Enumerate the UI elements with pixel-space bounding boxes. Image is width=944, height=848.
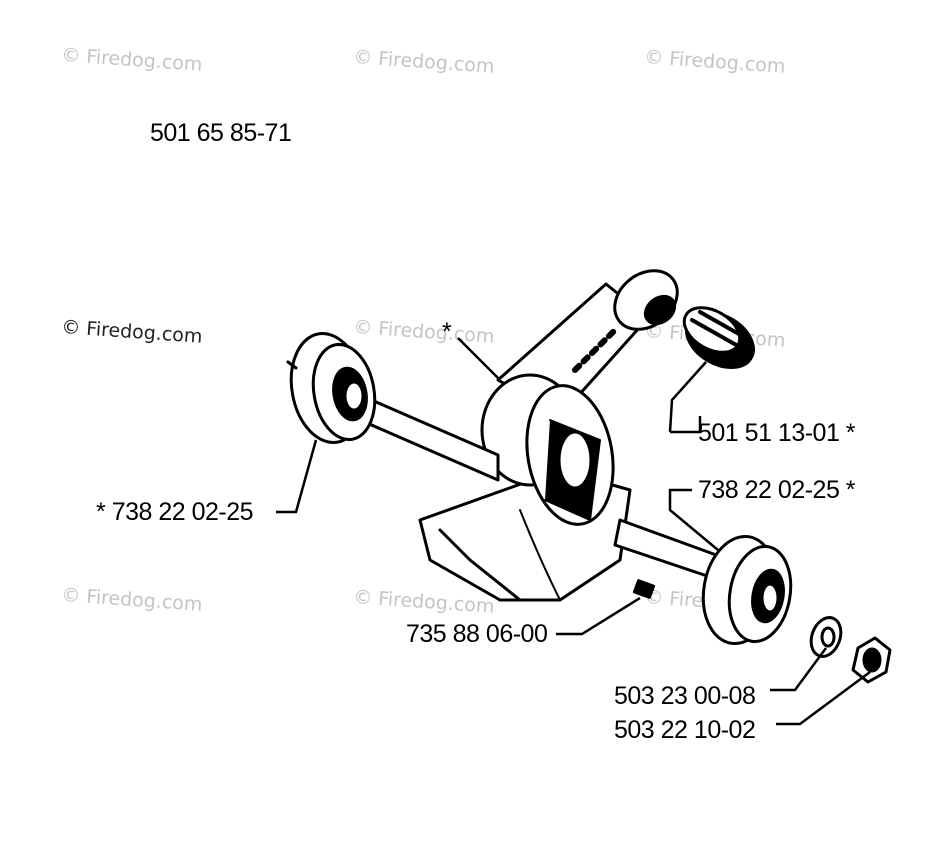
assembly-number: 501 65 85-71 bbox=[150, 119, 292, 147]
leader-needle-bearing bbox=[668, 361, 707, 434]
left-shaft bbox=[358, 393, 500, 482]
part-label-washer: 503 23 00-08 bbox=[614, 682, 756, 710]
washer-part bbox=[809, 616, 843, 658]
part-label-connecting-rod: * bbox=[442, 318, 452, 346]
leader-key bbox=[556, 596, 641, 636]
needle-bearing-part bbox=[682, 306, 755, 369]
left-bearing-part bbox=[286, 331, 377, 445]
part-label-bearing-left: * 738 22 02-25 bbox=[96, 498, 254, 526]
leader-right-bearing bbox=[668, 488, 719, 551]
leader-washer bbox=[770, 647, 828, 692]
part-label-bearing-right: 738 22 02-25 * bbox=[698, 476, 856, 504]
key-part bbox=[632, 579, 656, 599]
part-label-nut: 503 22 10-02 bbox=[614, 716, 756, 744]
leader-nut bbox=[776, 670, 871, 726]
right-bearing-part bbox=[701, 534, 793, 646]
part-label-needle-bearing: 501 51 13-01 * bbox=[698, 419, 856, 447]
leader-connecting-rod bbox=[457, 337, 501, 381]
leader-left-bearing bbox=[276, 439, 318, 514]
part-label-key: 735 88 06-00 bbox=[406, 620, 548, 648]
